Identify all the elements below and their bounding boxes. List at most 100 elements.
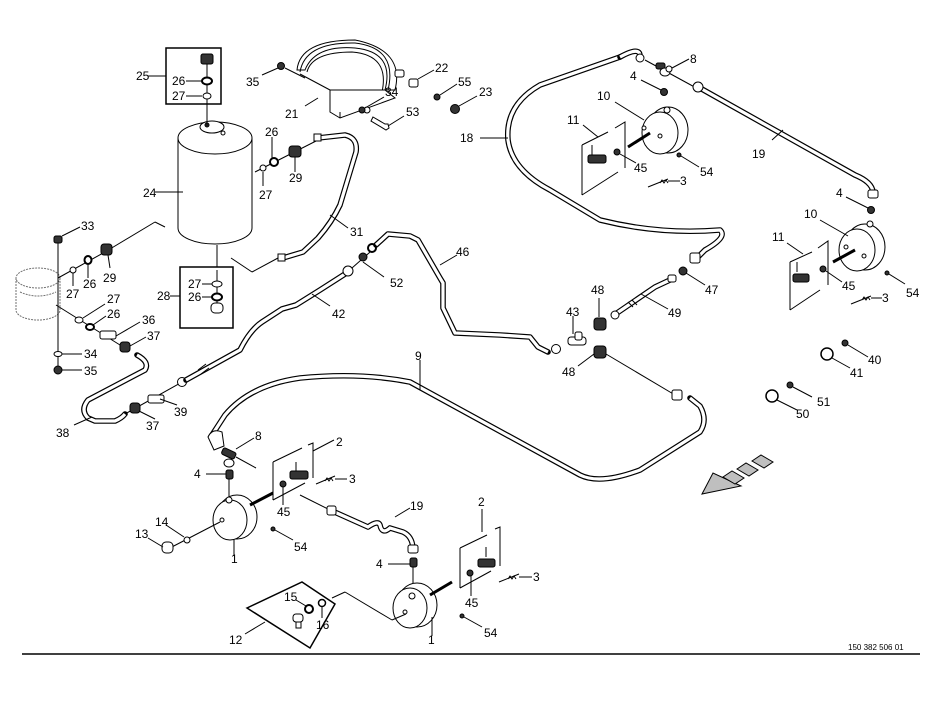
label-26c: 26 [265, 125, 279, 139]
leader-36 [115, 321, 141, 337]
label-36: 36 [142, 313, 156, 327]
brake-hose-19-lower[interactable] [299, 494, 419, 554]
label-51: 51 [817, 395, 831, 409]
label-29b: 29 [103, 271, 117, 285]
leader-38 [73, 416, 93, 426]
leader-45a [619, 153, 637, 164]
leader-4a [640, 79, 662, 91]
leader-8a [671, 58, 690, 69]
slack-adjuster-kit-11-top[interactable] [581, 121, 626, 196]
label-45c: 45 [277, 505, 291, 519]
bolt-stud[interactable] [394, 69, 405, 78]
air-tank[interactable] [177, 120, 253, 245]
slack-adjuster-kit-2-left[interactable] [272, 442, 314, 501]
repair-kit-12[interactable] [245, 581, 407, 650]
nut-48-upper[interactable] [593, 317, 607, 331]
elbow-fitting-8-top[interactable] [644, 59, 701, 91]
label-14: 14 [155, 515, 169, 529]
washer-51[interactable] [786, 381, 794, 389]
direction-arrow-icon [701, 454, 774, 495]
label-54a: 54 [700, 165, 714, 179]
plug-13[interactable] [161, 541, 174, 554]
line-38[interactable] [81, 352, 201, 424]
label-42: 42 [332, 307, 346, 321]
label-45b: 45 [842, 279, 856, 293]
return-spring-3-right[interactable] [850, 295, 872, 305]
fitting-4-top[interactable] [660, 88, 668, 96]
leader-37a [129, 336, 147, 347]
compressor-fittings[interactable] [53, 221, 166, 375]
leader-48b [577, 353, 595, 367]
nut-50[interactable] [765, 389, 779, 403]
leader-47 [685, 272, 706, 286]
elbow-fitting-8-lower[interactable] [207, 430, 257, 469]
slack-adjuster-kit-11-right[interactable] [789, 240, 829, 311]
label-27c: 27 [259, 188, 273, 202]
tank-side-fittings[interactable] [254, 139, 319, 173]
label-31: 31 [350, 225, 364, 239]
line-18[interactable] [505, 48, 725, 264]
brake-chamber-10-top[interactable] [627, 106, 689, 155]
bolt-53[interactable] [370, 116, 390, 131]
leader-39 [159, 398, 178, 406]
brake-chamber-1-right[interactable] [392, 580, 453, 629]
label-33: 33 [81, 219, 95, 233]
brake-hose-19-top[interactable] [692, 81, 879, 199]
leader-51 [792, 386, 813, 398]
leader-40 [847, 344, 869, 358]
label-52: 52 [390, 276, 404, 290]
label-27d: 27 [66, 287, 80, 301]
return-spring-3-lower-right[interactable] [498, 573, 520, 583]
leader-14 [165, 524, 185, 538]
label-3c: 3 [349, 472, 356, 486]
nut-23[interactable] [450, 104, 460, 114]
nut-48-lower[interactable] [593, 345, 607, 359]
washer-34[interactable] [358, 106, 366, 114]
leader-27e [82, 303, 106, 319]
cotter-pin-54-lower-left[interactable] [270, 526, 276, 532]
cotter-pin-54-right[interactable] [884, 270, 890, 276]
label-55: 55 [458, 75, 472, 89]
brake-chamber-10-right[interactable] [832, 220, 886, 272]
connector-52[interactable] [351, 243, 379, 269]
fitting-4-lower-left[interactable] [225, 469, 234, 480]
washer-40[interactable] [841, 339, 849, 347]
leader-50 [776, 399, 798, 411]
label-26e: 26 [107, 307, 121, 321]
label-34b: 34 [84, 347, 98, 361]
brake-chamber-1-left[interactable] [212, 491, 274, 541]
tee-fitting-43[interactable] [567, 331, 587, 346]
label-37b: 37 [146, 419, 160, 433]
spacer-22[interactable] [408, 78, 419, 88]
washer-14[interactable] [183, 536, 191, 544]
washer-55[interactable] [433, 93, 441, 101]
label-40: 40 [868, 353, 882, 367]
line-9[interactable] [209, 353, 707, 482]
label-15: 15 [284, 590, 298, 604]
label-27b: 27 [188, 277, 202, 291]
leader-2a [312, 439, 335, 452]
fitting-47[interactable] [678, 266, 688, 276]
cotter-pin-54-lower-right[interactable] [459, 613, 465, 619]
line-46[interactable] [373, 231, 561, 355]
line-42[interactable] [183, 265, 354, 383]
leader-19a [771, 129, 784, 141]
leader-4b [845, 196, 869, 209]
return-spring-3-top[interactable] [647, 178, 669, 188]
line-49[interactable] [610, 274, 677, 320]
tank-bracket[interactable] [296, 39, 398, 119]
leader-26e [92, 315, 107, 326]
nut-35[interactable] [277, 62, 285, 70]
fitting-4-lower-right[interactable] [409, 557, 418, 568]
leader-33 [61, 226, 81, 237]
fitting-4-right[interactable] [867, 206, 875, 214]
label-2a: 2 [336, 435, 343, 449]
nut-41[interactable] [820, 347, 834, 361]
label-8a: 8 [690, 52, 697, 66]
slack-adjuster-kit-2-right[interactable] [459, 526, 501, 589]
cotter-pin-54-top[interactable] [676, 152, 682, 158]
line-31[interactable] [230, 132, 360, 273]
leader-19b [394, 507, 411, 518]
label-34a: 34 [385, 85, 399, 99]
return-spring-3-lower-left[interactable] [315, 475, 336, 485]
